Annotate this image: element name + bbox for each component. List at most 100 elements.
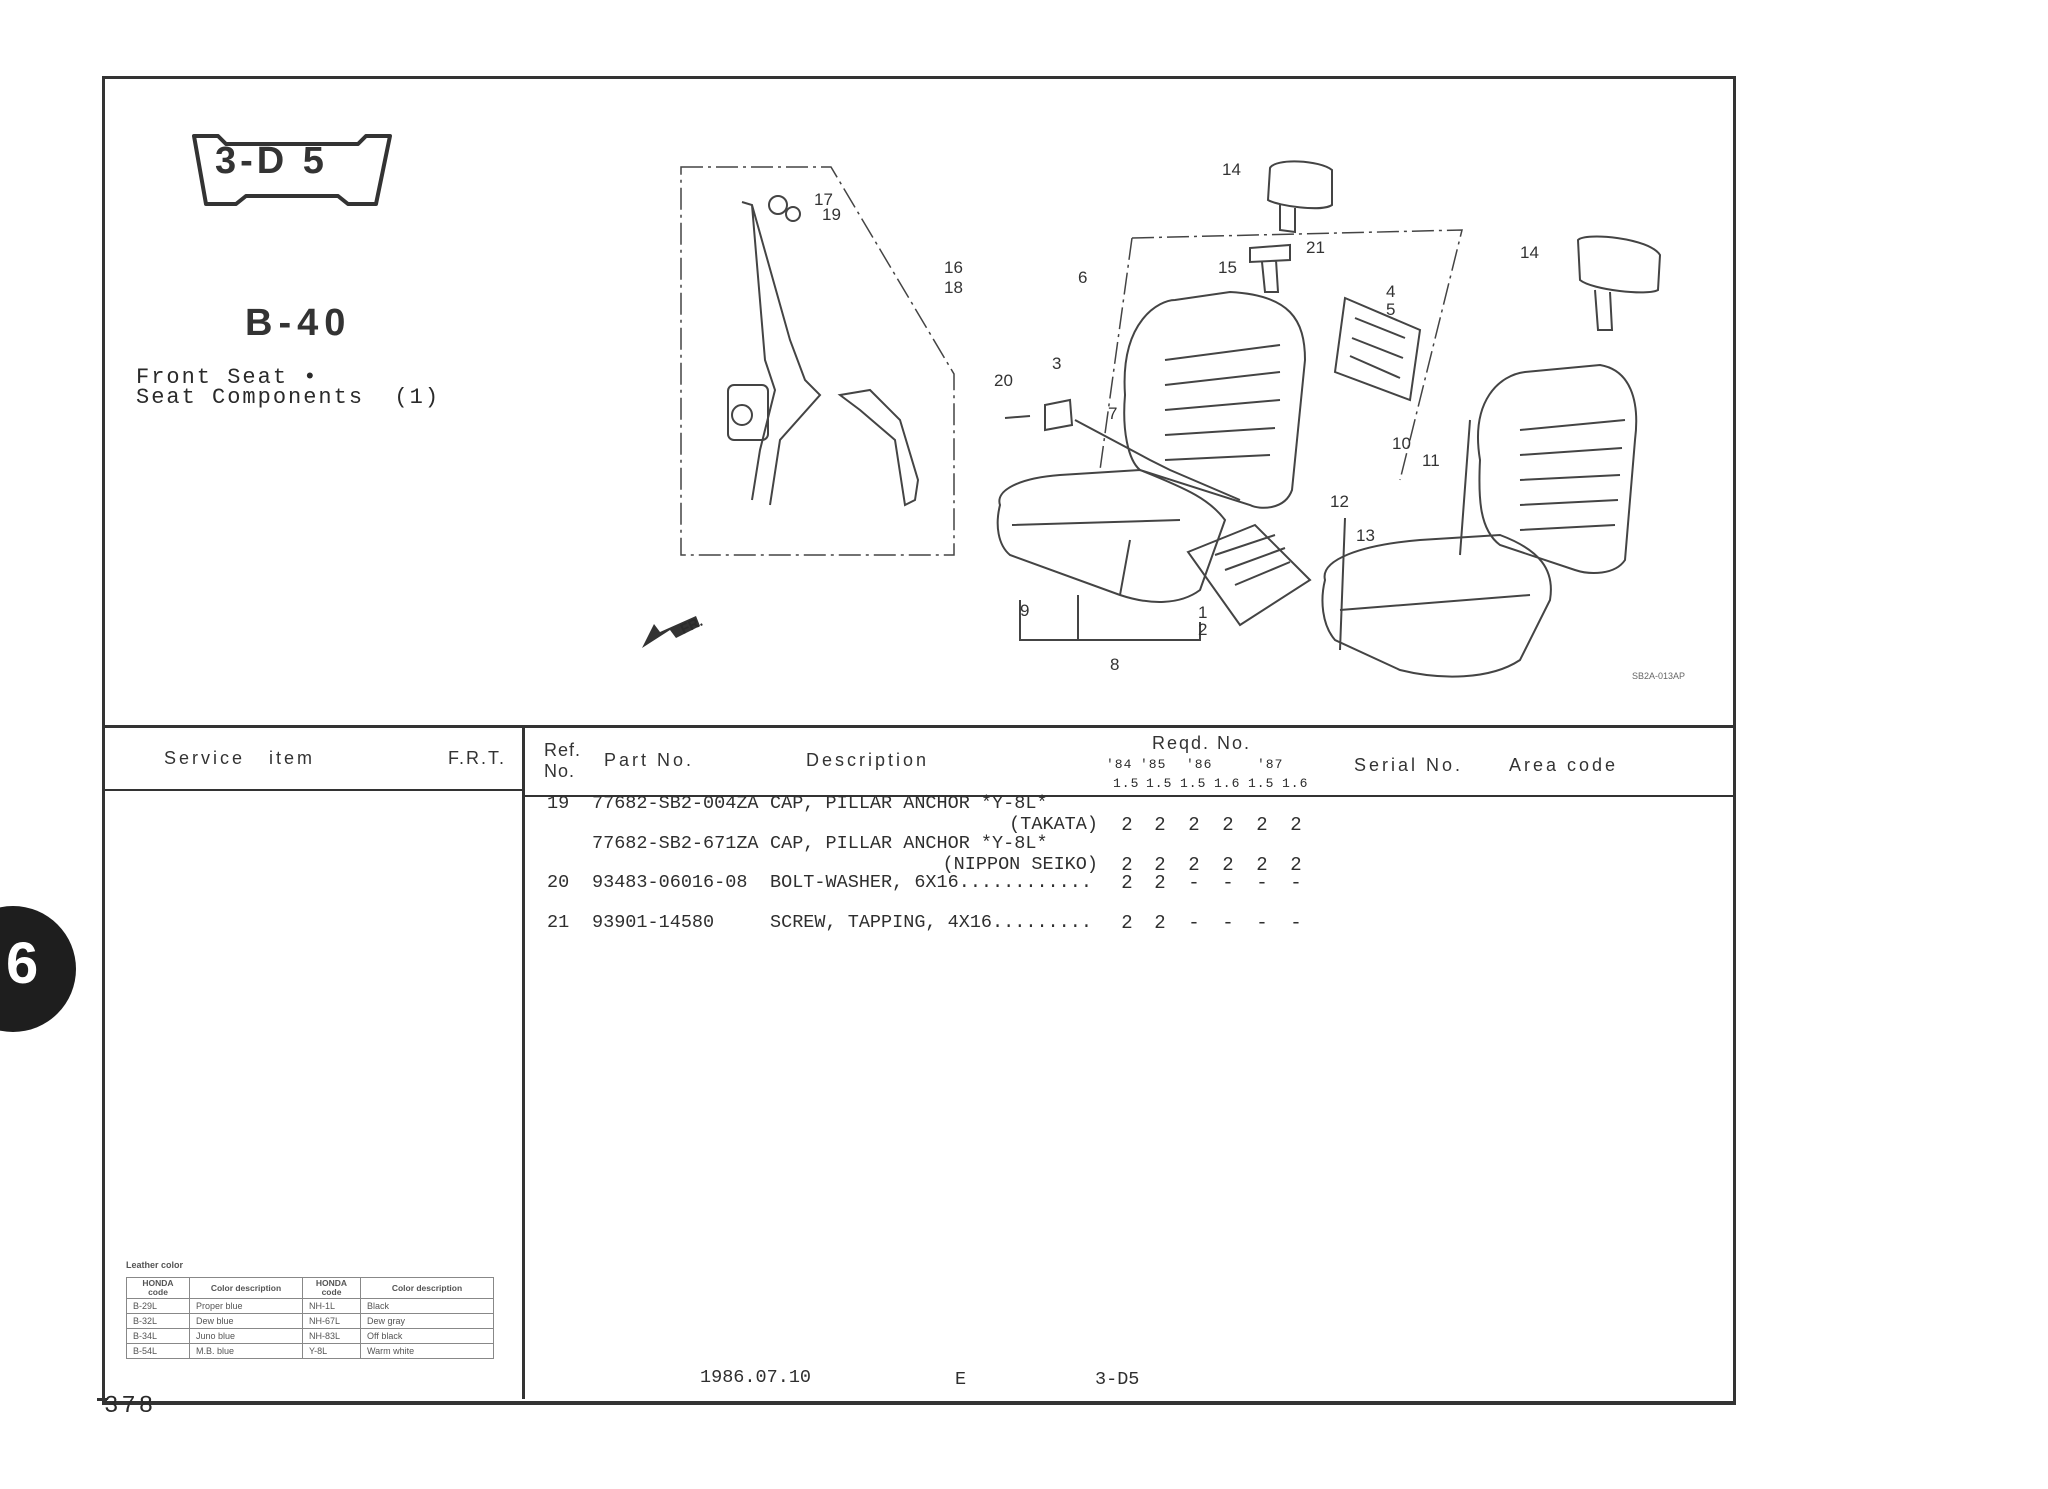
- required-quantity: 2: [1290, 854, 1302, 876]
- group-number: B-40: [245, 302, 352, 344]
- page-title-line2: Seat Components (1): [136, 385, 441, 410]
- header-engine: 1.5: [1180, 776, 1207, 791]
- table-top-divider: [102, 725, 1733, 728]
- seat-group-left: [996, 160, 1463, 627]
- footer-code: 3-D5: [1095, 1369, 1140, 1390]
- header-engine: 1.6: [1282, 776, 1309, 791]
- callout-14: 14: [1222, 160, 1241, 179]
- header-divider-right: [525, 795, 1733, 797]
- required-quantity: 2: [1154, 814, 1166, 836]
- callout-15: 15: [1218, 258, 1237, 277]
- part-number: 77682-SB2-671ZA: [592, 833, 759, 854]
- required-quantity: -: [1290, 912, 1302, 934]
- leather-header: Color description: [189, 1277, 303, 1299]
- required-quantity: 2: [1121, 814, 1133, 836]
- required-quantity: -: [1256, 912, 1268, 934]
- color-description: Black: [360, 1298, 494, 1314]
- drawing-code: SB2A-013AP: [1632, 671, 1686, 681]
- chapter-tab-label: 6: [6, 931, 39, 996]
- callout-8: 8: [1110, 655, 1120, 674]
- ref-number: 21: [547, 912, 570, 933]
- footer-language: E: [955, 1369, 967, 1390]
- leather-header: Color description: [360, 1277, 494, 1299]
- leather-header: HONDA code: [302, 1277, 361, 1299]
- frame-extension: [97, 1398, 107, 1401]
- required-quantity: 2: [1256, 814, 1268, 836]
- honda-code: Y-8L: [302, 1343, 361, 1359]
- seat-belt-group: [680, 166, 955, 556]
- color-description: Proper blue: [189, 1298, 303, 1314]
- callout-19: 19: [822, 205, 841, 224]
- part-description-detail: (TAKATA): [1009, 814, 1098, 835]
- honda-code: B-29L: [126, 1298, 190, 1314]
- honda-code: B-34L: [126, 1328, 190, 1344]
- header-engine: 1.5: [1146, 776, 1173, 791]
- header-no: No.: [544, 761, 576, 781]
- column-divider: [522, 725, 525, 1399]
- header-frt: F.R.T.: [448, 748, 507, 768]
- header-part-no: Part No.: [604, 750, 695, 770]
- ref-number: 19: [547, 793, 570, 814]
- footer-date: 1986.07.10: [700, 1367, 812, 1388]
- honda-code: B-54L: [126, 1343, 190, 1359]
- header-engine: 1.5: [1248, 776, 1275, 791]
- header-year: '87: [1257, 757, 1284, 772]
- callout-17: 17: [814, 190, 833, 209]
- header-engine: 1.6: [1214, 776, 1241, 791]
- leather-header: HONDA code: [126, 1277, 190, 1299]
- callout-7: 7: [1108, 404, 1118, 423]
- honda-code: NH-1L: [302, 1298, 361, 1314]
- required-quantity: 2: [1222, 814, 1234, 836]
- header-reqd-no: Reqd. No.: [1152, 733, 1252, 753]
- header-engine: 1.5: [1113, 776, 1140, 791]
- required-quantity: -: [1256, 872, 1268, 894]
- color-description: Dew gray: [360, 1313, 494, 1329]
- part-number: 93483-06016-08: [592, 872, 748, 893]
- header-ref: Ref.: [544, 740, 582, 760]
- ref-number: 20: [547, 872, 570, 893]
- callout-4: 4: [1386, 282, 1396, 301]
- part-description-detail: (NIPPON SEIKO): [942, 854, 1098, 875]
- required-quantity: -: [1222, 912, 1234, 934]
- color-description: M.B. blue: [189, 1343, 303, 1359]
- honda-code: NH-83L: [302, 1328, 361, 1344]
- part-description: CAP, PILLAR ANCHOR *Y-8L*: [770, 833, 1048, 854]
- color-description: Warm white: [360, 1343, 494, 1359]
- callout-14: 14: [1520, 243, 1539, 262]
- callout-2: 2: [1198, 620, 1208, 639]
- callout-9: 9: [1020, 601, 1030, 620]
- callout-20: 20: [994, 371, 1013, 390]
- callout-16: 16: [944, 258, 963, 277]
- callout-3: 3: [1052, 354, 1062, 373]
- page-number: 378: [104, 1393, 157, 1420]
- chapter-tab[interactable]: 6: [0, 906, 76, 1032]
- required-quantity: 2: [1188, 854, 1200, 876]
- required-quantity: 2: [1154, 854, 1166, 876]
- honda-code: NH-67L: [302, 1313, 361, 1329]
- callout-10: 10: [1392, 434, 1411, 453]
- required-quantity: -: [1290, 872, 1302, 894]
- header-description: Description: [806, 750, 930, 770]
- required-quantity: 2: [1121, 854, 1133, 876]
- required-quantity: 2: [1121, 872, 1133, 894]
- callout-11: 11: [1422, 451, 1440, 470]
- color-description: Off black: [360, 1328, 494, 1344]
- required-quantity: 2: [1222, 854, 1234, 876]
- color-description: Juno blue: [189, 1328, 303, 1344]
- callout-13: 13: [1356, 526, 1375, 545]
- part-description: BOLT-WASHER, 6X16............: [770, 872, 1092, 893]
- seat-exploded-diagram: [642, 160, 1662, 678]
- callout-12: 12: [1330, 492, 1349, 511]
- header-year: '86: [1186, 757, 1213, 772]
- page-title-line1: Front Seat •: [136, 365, 319, 390]
- header-area-code: Area code: [1509, 755, 1619, 775]
- required-quantity: -: [1188, 872, 1200, 894]
- seat-group-right: [1321, 235, 1662, 678]
- required-quantity: -: [1188, 912, 1200, 934]
- callout-5: 5: [1386, 300, 1396, 319]
